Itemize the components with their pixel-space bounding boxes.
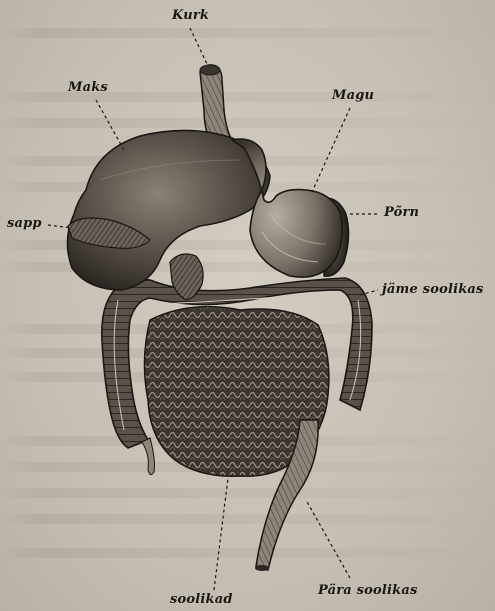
label-soolikad: soolikad: [170, 592, 233, 607]
liver: [67, 130, 270, 290]
label-sapp: sapp: [7, 216, 42, 231]
label-magu: Magu: [332, 88, 374, 103]
label-porn: Põrn: [384, 205, 419, 220]
label-maks: Maks: [68, 80, 108, 95]
label-para-soolikas: Pära soolikas: [318, 583, 418, 598]
label-jame-soolikas: jäme soolikas: [382, 282, 484, 297]
label-kurk: Kurk: [172, 8, 209, 23]
